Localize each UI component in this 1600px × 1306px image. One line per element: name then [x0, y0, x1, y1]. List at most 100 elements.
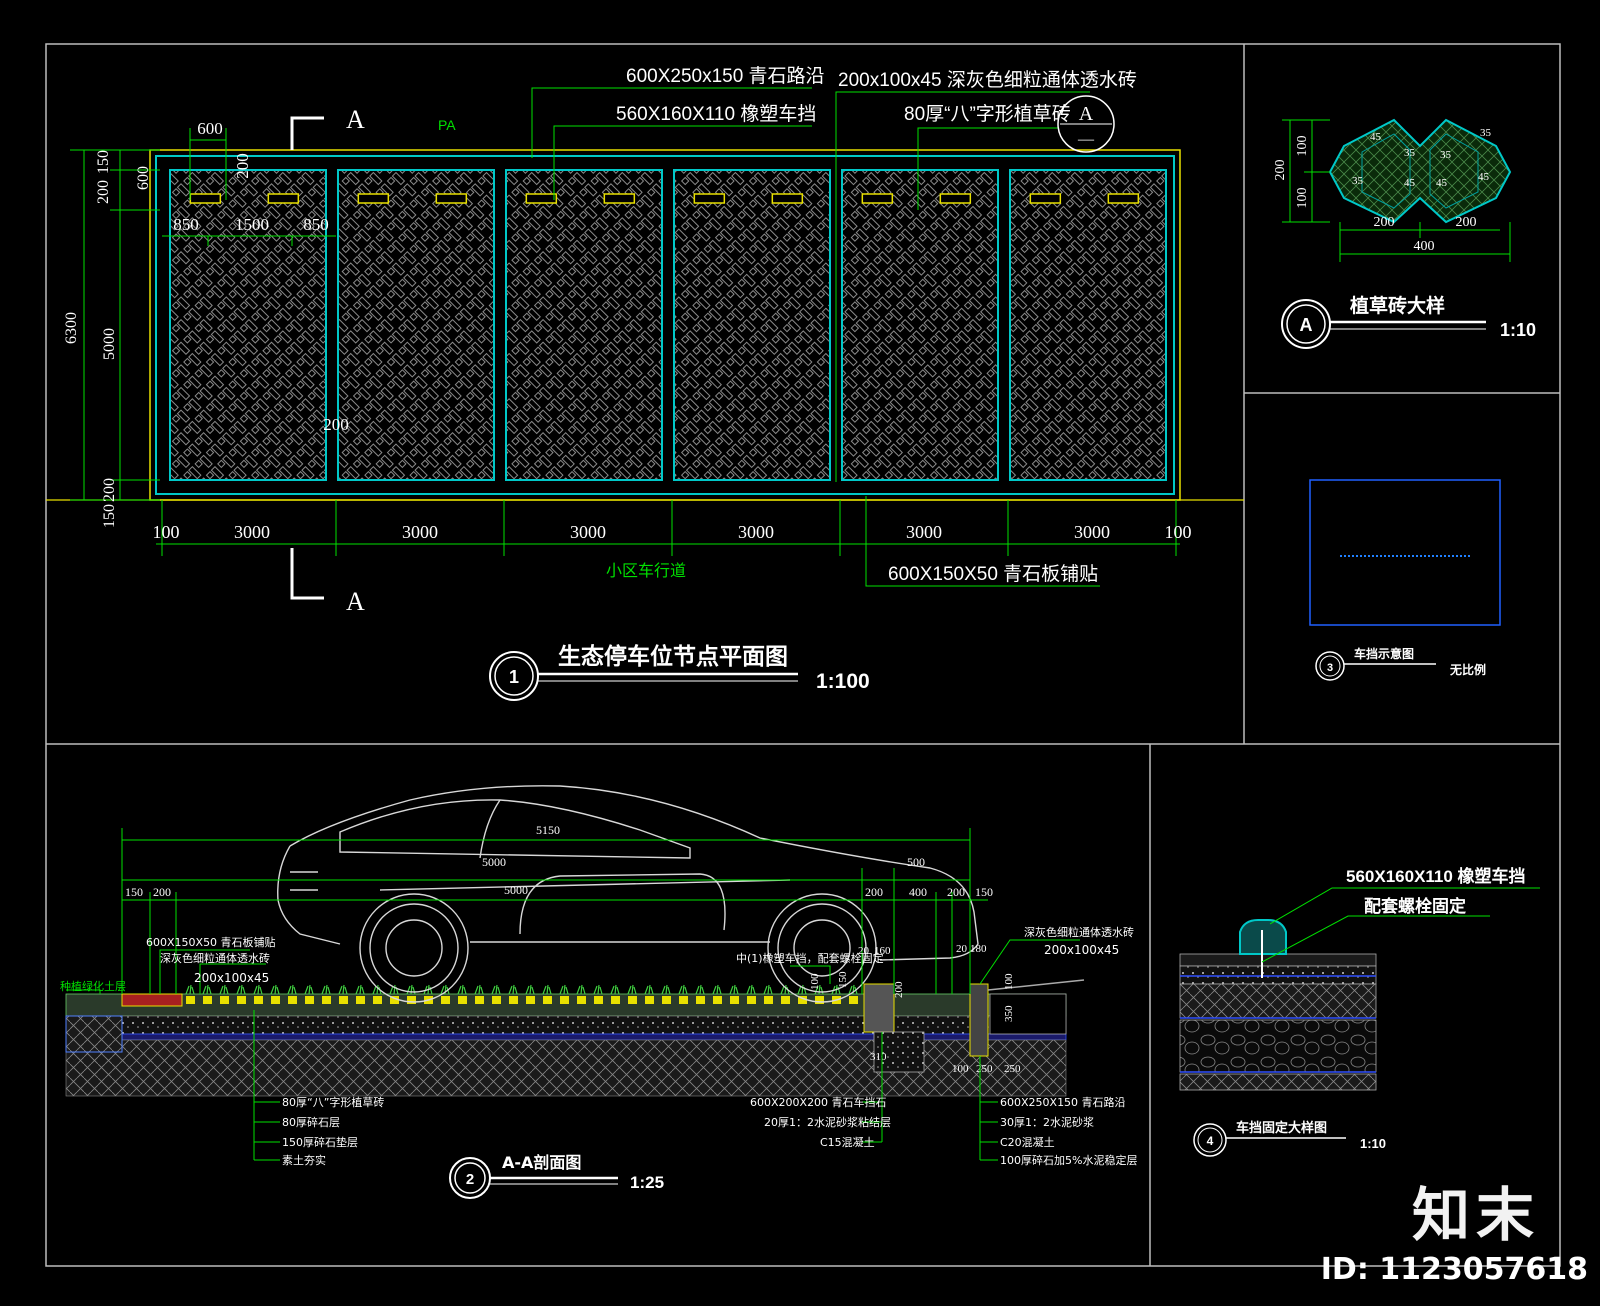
grass-brick-block [747, 996, 756, 1004]
dim-bottom-100-right: 100 [1165, 522, 1192, 542]
plan-view: 150 200 600 6300 5000 200 150 600 850 15… [46, 65, 1244, 701]
grass-brick-shape [1328, 118, 1512, 224]
section-labels: 600X150X50 青石板铺贴 深灰色细粒通体透水砖 200x100x45 种… [60, 925, 1137, 1167]
detail-a-title: 植草砖大样 [1350, 294, 1445, 317]
dim-bottom-100-left: 100 [153, 522, 180, 542]
detail-3-title: 车挡示意图 [1354, 646, 1414, 661]
callout-stone-slab: 600X150X50 青石板铺贴 [888, 563, 1098, 585]
mid-dim-2: 150 [837, 971, 849, 988]
label-stone-slab: 600X150X50 青石板铺贴 [146, 935, 276, 949]
left-dims: 150 200 600 6300 5000 200 150 [63, 150, 152, 528]
grass-brick-block [815, 996, 824, 1004]
grass-brick-block [543, 996, 552, 1004]
grass-brick-block [645, 996, 654, 1004]
mid-dim-9: 310 [870, 1051, 887, 1063]
grass-tuft [627, 984, 637, 995]
detail-3-frame [1309, 479, 1501, 626]
grass-tuft [457, 984, 467, 995]
dim-left-200: 200 [95, 180, 112, 204]
inner-dim-2: 35 [1352, 175, 1364, 187]
plan-title-block: 1 生态停车位节点平面图 1:100 [489, 643, 870, 701]
section-top-dims: 5150 500 5000 5000 150 200 200 400 200 1… [125, 823, 993, 899]
inner-dim-1: 45 [1370, 131, 1382, 143]
grass-brick-block [220, 996, 229, 1004]
layer-mid-2: C15混凝土 [820, 1135, 875, 1149]
dim-200-mid: 200 [865, 885, 883, 899]
callout-grass-brick: 80厚“八”字形植草砖 [904, 103, 1071, 125]
grass-brick-block [288, 996, 297, 1004]
dim-left-6300: 6300 [63, 312, 80, 344]
dim-150-right: 150 [975, 885, 993, 899]
callouts: 600X250x150 青石路沿 560X160X110 橡塑车挡 200x10… [616, 65, 1137, 585]
detail-ref-sub: — [1077, 131, 1095, 148]
grass-tuft [508, 984, 518, 995]
dim-top-850-left: 850 [173, 215, 199, 234]
detail-a-dim-100-top: 100 [1295, 136, 1310, 157]
bottom-dims: 100 3000 3000 3000 3000 3000 3000 100 [153, 522, 1192, 542]
grass-brick-block [560, 996, 569, 1004]
dim-bottom-3000-5: 3000 [906, 522, 942, 542]
grass-tuft [729, 984, 739, 995]
detail-4-title-block: 4 车挡固定大样图 1:10 [1193, 1120, 1386, 1157]
wheel-stopper-1-1 [189, 193, 222, 204]
mid-dim-3: 200 [893, 981, 905, 998]
grass-brick-block [628, 996, 637, 1004]
dim-left-150-bottom: 150 [101, 504, 118, 528]
label-right-brick-size: 200x100x45 [1044, 943, 1119, 957]
sheet-frame [45, 43, 1561, 1267]
grass-tuft [542, 984, 552, 995]
grass-brick-block [186, 996, 195, 1004]
wheel-stopper-3-1 [525, 193, 558, 204]
parking-stall-2 [337, 169, 495, 481]
layer-right-1: 30厚1：2水泥砂浆 [1000, 1115, 1094, 1129]
watermark-brand: 知末 [1411, 1181, 1540, 1249]
dim-200-right: 200 [947, 885, 965, 899]
grass-brick-block [339, 996, 348, 1004]
detail-a-dim-200: 200 [1273, 160, 1288, 181]
wheel-stopper-2-2 [435, 193, 468, 204]
dim-150-left: 150 [125, 885, 143, 899]
wheel-stopper-5-2 [939, 193, 972, 204]
dim-bottom-3000-3: 3000 [570, 522, 606, 542]
grass-brick-block [237, 996, 246, 1004]
mid-dim-0: 20 [858, 945, 870, 957]
plan-curb-outline [155, 155, 1175, 495]
bottom-dimension-lines [156, 500, 1180, 556]
grass-brick-block [407, 996, 416, 1004]
layer-right-0: 600X250X150 青石路沿 [1000, 1096, 1126, 1109]
grass-tuft [559, 984, 569, 995]
grass-tuft [576, 984, 586, 995]
grass-tuft [695, 984, 705, 995]
layer-left-3: 素土夯实 [282, 1153, 326, 1167]
grass-brick-block [798, 996, 807, 1004]
left-dimension-lines [70, 149, 160, 501]
grass-brick-block [696, 996, 705, 1004]
mid-dim-6: 100 [809, 973, 821, 990]
detail-4-title: 车挡固定大样图 [1236, 1120, 1327, 1136]
detail-4-leaders [1261, 887, 1540, 963]
detail-3-title-block: 3 车挡示意图 无比例 [1315, 646, 1486, 681]
wheel-stopper-6-2 [1107, 193, 1140, 204]
section-number: 2 [466, 1171, 474, 1188]
dim-5150: 5150 [536, 823, 560, 837]
dim-top-850-right: 850 [303, 215, 329, 234]
section-scale: 1:25 [630, 1173, 664, 1192]
mid-dim-7: 350 [1003, 1005, 1015, 1022]
dim-bottom-3000-4: 3000 [738, 522, 774, 542]
section-title: A-A剖面图 [502, 1153, 581, 1172]
grass-brick-block [492, 996, 501, 1004]
grass-brick-block [662, 996, 671, 1004]
road-label: 小区车行道 [606, 562, 686, 580]
grass-brick-block [356, 996, 365, 1004]
grass-tuft [321, 984, 331, 995]
grass-tuft [610, 984, 620, 995]
mid-dim-5: 180 [970, 943, 987, 955]
grass-tuft [338, 984, 348, 995]
grass-tuft [491, 984, 501, 995]
grass-brick-block [271, 996, 280, 1004]
grass-brick-block [594, 996, 603, 1004]
layer-left-1: 80厚碎石层 [282, 1115, 340, 1129]
section-mid-dims: 20 160 150 200 20 180 100 350 100 310 10… [809, 943, 1021, 1075]
label-right-brick: 深灰色细粒通体透水砖 [1024, 925, 1134, 939]
wheel-stopper-4-2 [771, 193, 804, 204]
